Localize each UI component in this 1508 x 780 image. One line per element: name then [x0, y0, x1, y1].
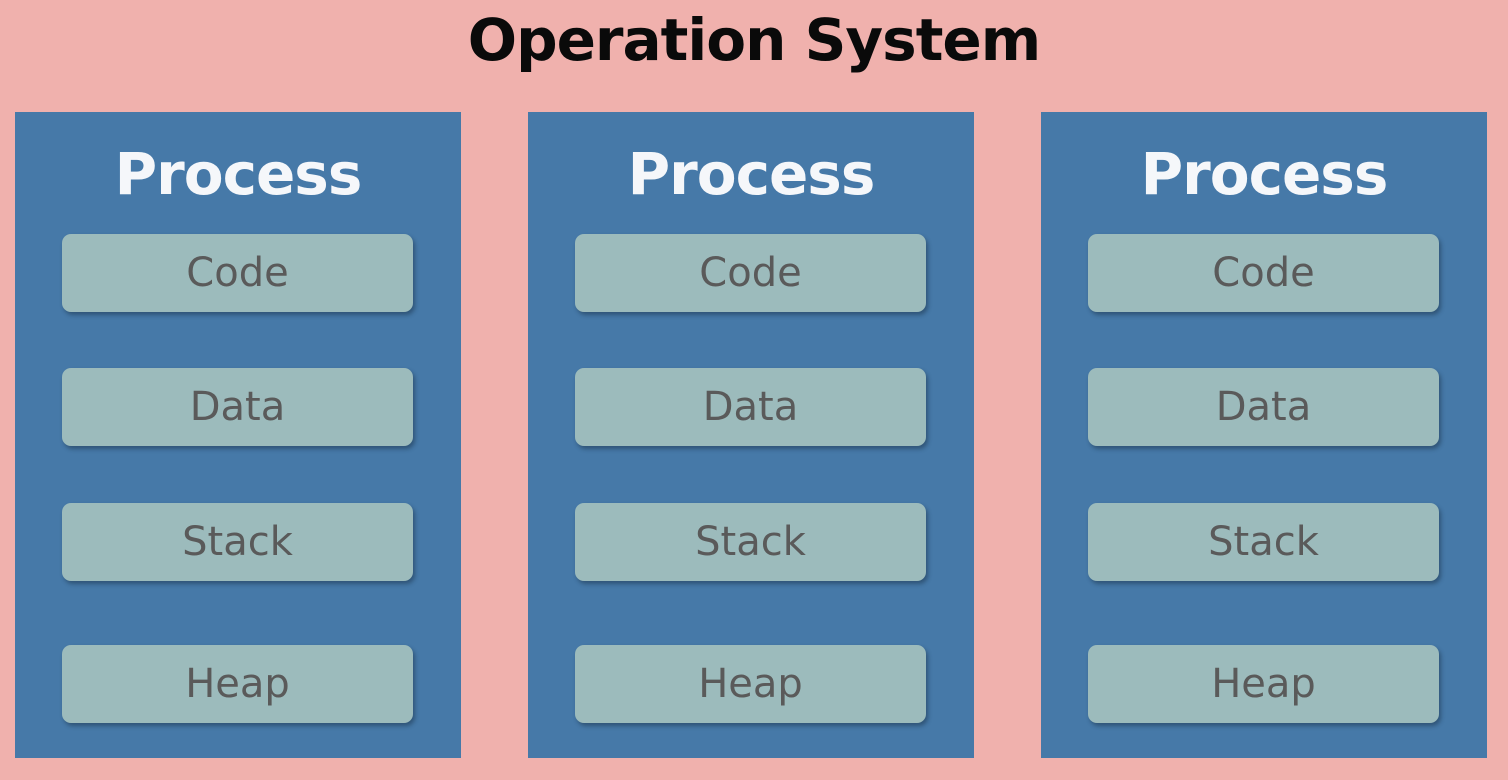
data-segment: Data: [1088, 368, 1439, 446]
process-title: Process: [114, 140, 363, 208]
stack-segment: Stack: [62, 503, 413, 581]
heap-segment: Heap: [1088, 645, 1439, 723]
process-title: Process: [627, 140, 876, 208]
process-box-3: Process Code Data Stack Heap: [1041, 112, 1487, 758]
stack-segment: Stack: [1088, 503, 1439, 581]
stack-segment: Stack: [575, 503, 926, 581]
heap-segment: Heap: [62, 645, 413, 723]
code-segment: Code: [575, 234, 926, 312]
code-segment: Code: [1088, 234, 1439, 312]
os-title: Operation System: [467, 6, 1041, 74]
heap-segment: Heap: [575, 645, 926, 723]
data-segment: Data: [62, 368, 413, 446]
process-box-1: Process Code Data Stack Heap: [15, 112, 461, 758]
code-segment: Code: [62, 234, 413, 312]
process-box-2: Process Code Data Stack Heap: [528, 112, 974, 758]
process-title: Process: [1140, 140, 1389, 208]
data-segment: Data: [575, 368, 926, 446]
